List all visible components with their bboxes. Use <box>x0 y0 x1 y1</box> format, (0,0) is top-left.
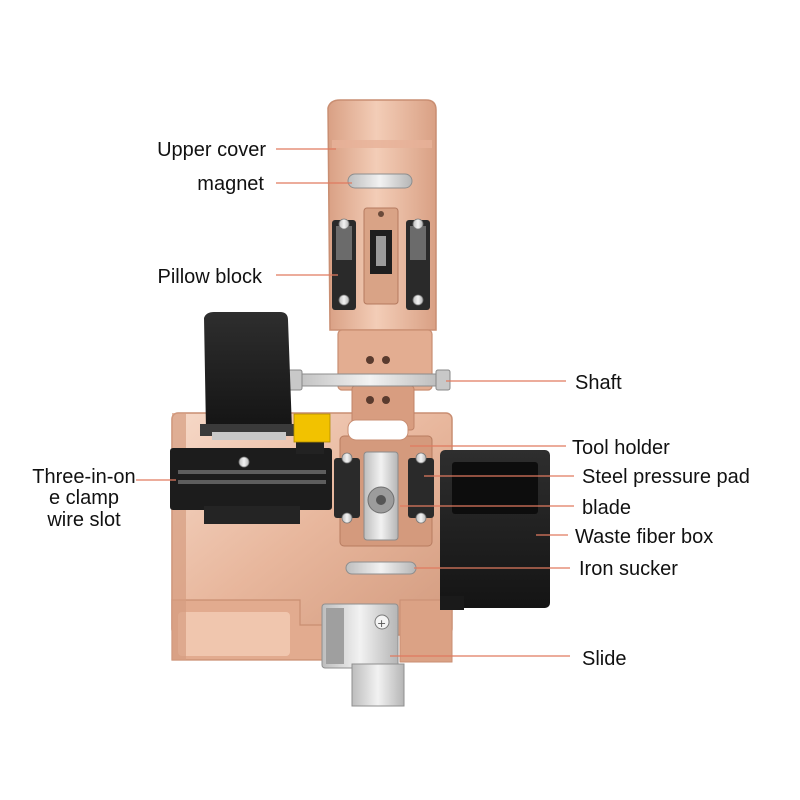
magnet <box>347 173 413 189</box>
label-clamp-line-3: wire slot <box>46 509 121 531</box>
shaft <box>287 369 451 391</box>
cleaver-device: + <box>170 99 550 707</box>
iron-sucker <box>345 561 417 575</box>
label-blade: blade <box>582 497 631 519</box>
label-slide: Slide <box>582 648 626 670</box>
waste-fiber-box <box>440 450 550 610</box>
label-upper-cover: Upper cover <box>157 139 266 161</box>
clamp-lid <box>200 312 294 440</box>
label-magnet: magnet <box>197 173 264 195</box>
svg-text:+: + <box>377 617 386 630</box>
pillow-blocks <box>332 207 430 310</box>
label-clamp-line-2: e clamp <box>49 487 119 509</box>
blade <box>363 451 399 541</box>
label-iron-sucker: Iron sucker <box>579 558 678 580</box>
slide: + <box>321 603 405 707</box>
label-shaft: Shaft <box>575 372 622 394</box>
clamp-wire-slot <box>170 420 332 524</box>
steel-pressure-pad <box>334 452 434 524</box>
label-pillow-block: Pillow block <box>158 266 263 288</box>
label-clamp-line-1: Three-in-on <box>32 466 135 488</box>
label-steel-pressure-pad: Steel pressure pad <box>582 466 750 488</box>
labels: Upper cover magnet Pillow block Shaft To… <box>32 139 750 670</box>
label-tool-holder: Tool holder <box>572 437 670 459</box>
warning-sticker <box>293 413 331 443</box>
leader-lines <box>136 148 574 657</box>
label-waste-fiber-box: Waste fiber box <box>575 526 713 548</box>
